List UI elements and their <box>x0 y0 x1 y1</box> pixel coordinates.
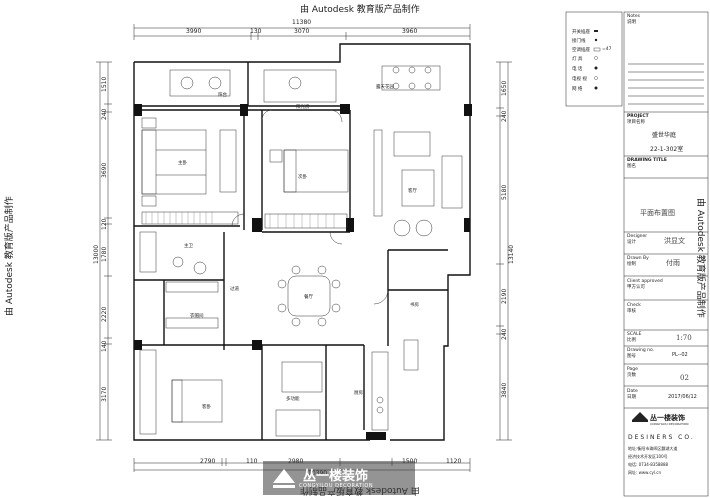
dim-left-seg: 3690 <box>101 162 108 178</box>
notes-header: Notes <box>627 14 640 19</box>
room-label-bathroom: 主卫 <box>184 244 193 249</box>
dim-right-seg: 1650 <box>501 80 508 96</box>
dim-bottom-seg: 1120 <box>446 458 462 465</box>
drawn-by-name: 付雨 <box>666 259 680 267</box>
notes-sub: 说明 <box>627 20 636 25</box>
room-label-living-room: 客厅 <box>408 189 417 194</box>
room-label-kitchen: 厨房 <box>354 391 363 396</box>
drawing-title-label: DRAWING TITLE <box>627 158 667 163</box>
scale-label: SCALE <box>627 332 642 337</box>
dim-right-seg: 5180 <box>501 184 508 200</box>
company-name: 丛一楼装饰 <box>650 414 685 422</box>
project-unit: 22-1-302室 <box>650 146 684 153</box>
scale-value: 1:70 <box>676 334 692 342</box>
designer-label: Designer <box>627 234 648 239</box>
legend-item: 开关插座 <box>572 30 590 35</box>
drawing-no-value: PL--02 <box>672 352 688 358</box>
dim-right-seg: 240 <box>501 328 508 340</box>
room-label-balcony2: 阳光房 <box>296 105 310 110</box>
overlay-logo-name-en: CONGYILOU DECORATION <box>299 483 374 489</box>
dim-right-seg: 2190 <box>501 288 508 304</box>
page-value: 02 <box>680 374 689 382</box>
company-phone: 电话: 0734-8358888 <box>628 462 669 467</box>
client-label: Client approved <box>627 279 663 284</box>
room-label-master-bedroom: 主卧 <box>178 161 187 166</box>
dim-left-seg: 3170 <box>101 386 108 402</box>
company-web: 网址: www.cyl.cn <box>628 470 662 475</box>
room-label-multi-room: 多功能 <box>286 397 300 402</box>
dim-left-total: 13000 <box>93 244 100 264</box>
dim-right-seg: 3840 <box>501 382 508 398</box>
drawing-title: 平面布置图 <box>640 209 675 217</box>
project-label: PROJECT <box>627 114 649 119</box>
room-label-bedroom3: 客卧 <box>202 405 211 410</box>
legend-item: 接门线 <box>572 39 586 44</box>
legend-item: 灯 具 <box>572 57 583 62</box>
drawn-by-label: Drawn By <box>627 256 649 261</box>
dim-bottom-seg: 2790 <box>200 458 216 465</box>
designer-label-cn: 设计 <box>627 240 636 245</box>
overlay-logo-name: 丛一楼装饰 <box>303 469 369 484</box>
legend-item: 电 话 <box>572 67 583 72</box>
room-label-study: 书房 <box>410 303 419 308</box>
company-name-en: CONGYILOU DECORATION <box>650 422 689 426</box>
dim-top-total: 11380 <box>292 19 312 26</box>
room-label-corridor: 过道 <box>230 287 239 292</box>
dim-top-seg: 130 <box>250 28 262 35</box>
client-label-cn: 甲方认可 <box>627 285 645 290</box>
watermark-left: 由 Autodesk 教育版产品制作 <box>5 196 15 316</box>
dim-left-seg: 2220 <box>101 306 108 322</box>
legend-item: 网 络 <box>572 87 583 92</box>
page-label: Page <box>627 367 638 372</box>
legend-symbol: =47 <box>602 47 612 52</box>
dim-left-seg: 120 <box>101 218 108 230</box>
check-label: Check <box>627 303 641 308</box>
dim-left-seg: 140 <box>101 340 108 352</box>
legend-item: 空调插座 <box>572 48 590 53</box>
company-designers: DESINERS CO. <box>628 434 695 441</box>
date-value: 2017/06/12 <box>668 394 697 400</box>
check-label-cn: 审核 <box>627 309 636 314</box>
logo-icon <box>273 469 295 488</box>
drawing-no-label-cn: 图号 <box>627 354 636 359</box>
dim-right-total: 13140 <box>508 244 515 264</box>
dim-top-seg: 3990 <box>186 28 202 35</box>
overlay-logo: 丛一楼装饰 CONGYILOU DECORATION <box>263 461 415 495</box>
dim-right-seg: 240 <box>501 110 508 122</box>
designer-name: 洪显文 <box>664 237 685 245</box>
company-address: 地址:衡阳市珠晖区酃湖大道 <box>628 446 678 451</box>
drawing-title-label-cn: 图名 <box>627 164 636 169</box>
watermark-right: 由 Autodesk 教育版产品制作 <box>695 198 705 318</box>
legend-item: 电视 视 <box>572 77 587 82</box>
room-label-cloakroom: 衣帽间 <box>190 314 204 319</box>
dim-left-seg: 240 <box>101 108 108 120</box>
room-label-dining: 餐厅 <box>304 295 313 300</box>
company-address2: 经济技术开发区100号 <box>628 454 668 459</box>
date-label-cn: 日期 <box>627 395 636 400</box>
room-label-balcony1: 阳台 <box>218 93 227 98</box>
room-label-balcony3: 露天花园 <box>376 85 394 90</box>
scale-label-cn: 比例 <box>627 338 636 343</box>
project-label-cn: 项目名称 <box>627 120 645 125</box>
watermark-top: 由 Autodesk 教育版产品制作 <box>300 5 420 15</box>
dim-bottom-seg: 110 <box>246 458 258 465</box>
dim-left-seg: 1510 <box>101 76 108 92</box>
drawing-no-label: Drawing no. <box>627 348 655 353</box>
drawn-by-label-cn: 绘制 <box>627 262 636 267</box>
dim-top-seg: 3070 <box>294 28 310 35</box>
dim-left-seg: 1780 <box>101 246 108 262</box>
room-label-second-bedroom: 次卧 <box>298 175 307 180</box>
page-label-cn: 页数 <box>627 373 636 378</box>
project-name: 盛世华庭 <box>652 132 677 139</box>
dim-top-seg: 3960 <box>402 28 418 35</box>
date-label: Date <box>627 389 638 394</box>
